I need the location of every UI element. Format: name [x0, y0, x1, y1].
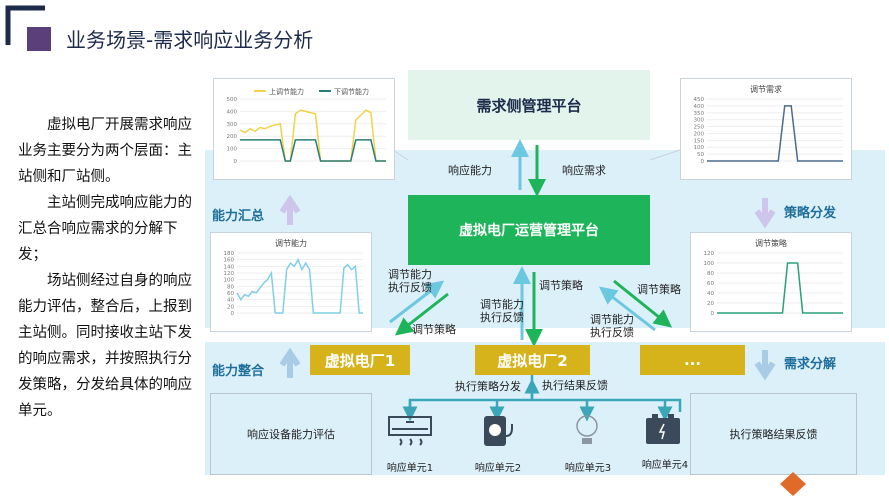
y-tick-label: 200 — [227, 134, 238, 140]
y-tick-label: 180 — [224, 251, 235, 257]
vpp-more[interactable]: ... — [640, 345, 745, 375]
series-line — [707, 105, 843, 162]
text: 调节能力 — [480, 298, 524, 311]
text: 执行反馈 — [590, 326, 634, 339]
y-tick-label: 300 — [694, 118, 705, 124]
y-tick-label: 0 — [711, 311, 715, 317]
label-exec-dispatch: 执行策略分发 — [455, 380, 521, 393]
light-bulb-icon — [576, 415, 598, 444]
label-response-capacity: 响应能力 — [448, 164, 492, 177]
y-tick-label: 120 — [704, 251, 715, 257]
y-tick-label: 50 — [697, 152, 704, 158]
battery-icon — [646, 414, 680, 444]
y-tick-label: 100 — [227, 147, 238, 153]
y-tick-label: 150 — [694, 138, 705, 144]
device-capacity-eval: 响应设备能力评估 — [210, 393, 372, 475]
label-demand-decomp: 需求分解 — [784, 357, 837, 372]
chart-up-down-capacity: 上调节能力 下调节能力 0 100 200 300 400 500 — [213, 78, 395, 180]
vpp-2[interactable]: 虚拟电厂2 — [475, 345, 590, 375]
label-strategy-1: 调节策略 — [412, 323, 456, 336]
label-cap-summary: 能力汇总 — [212, 209, 265, 224]
y-tick-label: 120 — [224, 271, 235, 277]
unit-label: 响应单元2 — [474, 463, 522, 474]
y-tick-label: 350 — [694, 111, 705, 117]
y-tick-label: 400 — [694, 104, 705, 110]
label-response-demand: 响应需求 — [562, 164, 606, 177]
text: 调节能力 — [388, 268, 432, 281]
page-title: 业务场景-需求响应业务分析 — [66, 28, 314, 52]
text: 执行反馈 — [480, 311, 524, 324]
charging-pile-icon — [484, 416, 513, 446]
series-line — [717, 262, 843, 314]
y-tick-label: 60 — [227, 291, 234, 297]
y-tick-label: 60 — [707, 281, 714, 287]
label-cap-integration: 能力整合 — [212, 364, 265, 379]
y-tick-label: 140 — [224, 264, 235, 270]
legend-label: 上调节能力 — [269, 87, 304, 96]
demand-side-platform[interactable]: 需求侧管理平台 — [408, 70, 650, 140]
unit-label: 响应单元3 — [564, 463, 612, 474]
label-strategy-3: 调节策略 — [637, 283, 681, 296]
watermark-logo — [780, 472, 806, 496]
label-cap-fb-1: 调节能力执行反馈 — [388, 268, 432, 294]
label-cap-fb-3: 调节能力执行反馈 — [590, 313, 634, 339]
label-exec-result-fb: 执行结果反馈 — [542, 379, 608, 392]
y-tick-label: 500 — [227, 97, 238, 103]
text: 调节能力 — [590, 313, 634, 326]
y-tick-label: 80 — [707, 271, 714, 277]
label-cap-fb-2: 调节能力执行反馈 — [480, 298, 524, 324]
label-strategy-2: 调节策略 — [539, 279, 583, 292]
y-tick-label: 80 — [227, 284, 234, 290]
y-tick-label: 250 — [694, 125, 705, 131]
text: 执行反馈 — [388, 281, 432, 294]
label-strategy-dispatch: 策略分发 — [784, 206, 837, 221]
chart-regulation-strategy: 调节策略 0 20 40 60 80 100 120 — [690, 232, 852, 332]
description: 虚拟电厂开展需求响应业务主要分为两个层面：主站侧和厂站侧。 主站侧完成响应能力的… — [18, 112, 198, 424]
series-line — [239, 109, 386, 162]
unit-label: 响应单元1 — [386, 463, 434, 474]
legend-label: 下调节能力 — [334, 87, 369, 96]
desc-para: 主站侧完成响应能力的汇总合响应需求的分解下发； — [18, 195, 192, 263]
series-line — [240, 139, 386, 162]
y-tick-label: 20 — [707, 301, 714, 307]
logo-mark — [5, 5, 51, 51]
chart-title: 调节能力 — [275, 238, 307, 248]
vpp-1[interactable]: 虚拟电厂1 — [310, 345, 410, 375]
y-tick-label: 160 — [224, 258, 235, 264]
unit-label: 响应单元4 — [641, 460, 689, 471]
chart-title: 调节需求 — [750, 84, 782, 94]
y-tick-label: 20 — [227, 304, 234, 310]
y-tick-label: 40 — [707, 291, 714, 297]
exec-result-feedback: 执行策略结果反馈 — [690, 393, 857, 475]
y-tick-label: 0 — [231, 311, 235, 317]
y-tick-label: 400 — [227, 109, 238, 115]
series-line — [236, 257, 363, 314]
y-tick-label: 100 — [704, 261, 715, 267]
y-tick-label: 0 — [234, 159, 238, 165]
chart-title: 调节策略 — [755, 238, 787, 248]
air-conditioner-icon — [388, 416, 432, 446]
y-tick-label: 450 — [694, 97, 705, 103]
desc-para: 场站侧经过自身的响应能力评估，整合后，上报到主站侧。同时接收主站下发的响应需求，… — [18, 273, 192, 419]
y-tick-label: 40 — [227, 298, 234, 304]
y-tick-label: 100 — [224, 278, 235, 284]
y-tick-label: 300 — [227, 122, 238, 128]
y-tick-label: 0 — [701, 159, 705, 165]
y-tick-label: 200 — [694, 131, 705, 137]
vpp-ops-platform[interactable]: 虚拟电厂运营管理平台 — [408, 195, 650, 265]
y-tick-label: 100 — [694, 145, 705, 151]
desc-para: 虚拟电厂开展需求响应业务主要分为两个层面：主站侧和厂站侧。 — [18, 117, 192, 185]
